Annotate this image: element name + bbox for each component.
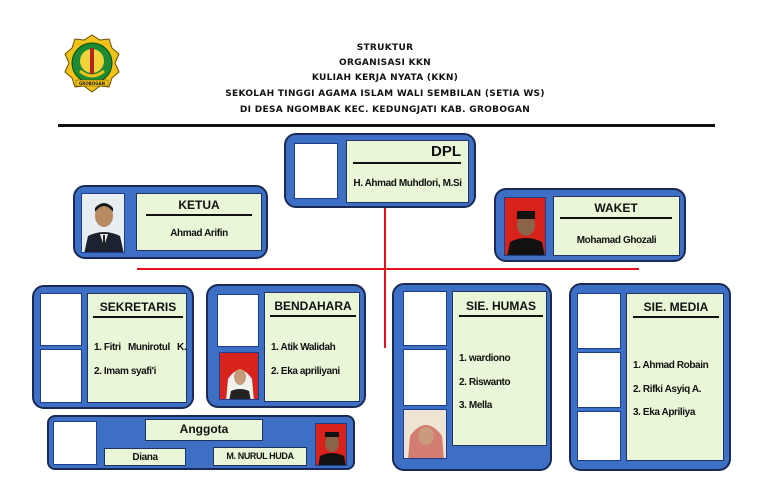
humas-photo <box>403 409 447 459</box>
sekretaris-title: SEKRETARIS <box>93 300 183 318</box>
sekretaris-card: SEKRETARIS 1. Fitri Munirotul K. 2. Imam… <box>32 285 194 409</box>
humas-label: SIE. HUMAS 1. wardiono 2. Riswanto 3. Me… <box>452 291 547 446</box>
media-photo-slot-2 <box>577 352 621 408</box>
anggota-title-box: Anggota <box>145 419 263 441</box>
bendahara-photo <box>219 352 259 400</box>
dpl-photo-slot <box>294 143 338 199</box>
anggota-card: Anggota Diana M. NURUL HUDA <box>47 415 355 470</box>
anggota-member-box-2: M. NURUL HUDA <box>213 447 307 466</box>
ketua-name: Ahmad Arifin <box>170 228 228 239</box>
header-line-3: KULIAH KERJA NYATA (KKN) <box>311 73 459 83</box>
anggota-member-box-1: Diana <box>104 448 186 466</box>
dpl-label: DPL H. Ahmad Muhdlori, M.Si <box>346 140 469 203</box>
ketua-card: KETUA Ahmad Arifin <box>73 185 268 259</box>
sekretaris-label: SEKRETARIS 1. Fitri Munirotul K. 2. Imam… <box>87 293 187 403</box>
header-divider <box>58 124 715 127</box>
media-member-2: 2. Rifki Asyiq A. <box>633 384 702 395</box>
humas-member-1: 1. wardiono <box>459 353 511 364</box>
ketua-photo <box>81 193 125 253</box>
media-member-3: 3. Eka Apriliya <box>633 407 695 418</box>
header-line-4: SEKOLAH TINGGI AGAMA ISLAM WALI SEMBILAN… <box>225 89 545 99</box>
bendahara-member-1: 1. Atik Walidah <box>271 342 336 353</box>
waket-label: WAKET Mohamad Ghozali <box>553 196 680 256</box>
header-line-5: DI DESA NGOMBAK KEC. KEDUNGJATI KAB. GRO… <box>239 105 531 115</box>
ketua-label: KETUA Ahmad Arifin <box>136 193 262 251</box>
humas-photo-slot-2 <box>403 349 447 406</box>
header-line-2: ORGANISASI KKN <box>339 58 431 68</box>
dpl-title: DPL <box>353 143 461 164</box>
sie-humas-card: SIE. HUMAS 1. wardiono 2. Riswanto 3. Me… <box>392 283 552 471</box>
anggota-member-2: M. NURUL HUDA <box>226 451 294 461</box>
bendahara-card: BENDAHARA 1. Atik Walidah 2. Eka apriliy… <box>206 284 366 408</box>
regency-emblem-icon: GROBOGAN <box>62 33 122 95</box>
connector-vertical <box>384 205 386 348</box>
sekretaris-member-2: 2. Imam syafi'i <box>94 366 156 377</box>
waket-title: WAKET <box>560 201 672 219</box>
media-label: SIE. MEDIA 1. Ahmad Robain 2. Rifki Asyi… <box>626 293 724 461</box>
media-member-1: 1. Ahmad Robain <box>633 360 709 371</box>
humas-member-2: 2. Riswanto <box>459 377 511 388</box>
humas-member-3: 3. Mella <box>459 400 492 411</box>
humas-photo-slot-1 <box>403 291 447 346</box>
connector-horizontal <box>137 268 639 270</box>
sekretaris-photo-slot-1 <box>40 293 82 346</box>
sekretaris-photo-slot-2 <box>40 349 82 403</box>
dpl-card: DPL H. Ahmad Muhdlori, M.Si <box>284 133 476 208</box>
bendahara-label: BENDAHARA 1. Atik Walidah 2. Eka apriliy… <box>264 292 360 402</box>
sie-media-card: SIE. MEDIA 1. Ahmad Robain 2. Rifki Asyi… <box>569 283 731 471</box>
humas-title: SIE. HUMAS <box>459 299 543 317</box>
sekretaris-member-1: 1. Fitri Munirotul K. <box>94 342 187 353</box>
logo-caption: GROBOGAN <box>79 81 105 86</box>
dpl-name: H. Ahmad Muhdlori, M.Si <box>353 178 462 189</box>
media-photo-slot-1 <box>577 293 621 349</box>
bendahara-photo-slot <box>217 294 259 347</box>
bendahara-title: BENDAHARA <box>270 299 356 317</box>
ketua-title: KETUA <box>146 198 252 216</box>
waket-photo <box>504 197 546 256</box>
anggota-photo-slot <box>53 421 97 465</box>
anggota-title: Anggota <box>179 422 229 436</box>
bendahara-member-2: 2. Eka apriliyani <box>271 366 340 377</box>
waket-card: WAKET Mohamad Ghozali <box>494 188 686 262</box>
anggota-photo <box>315 423 347 466</box>
media-photo-slot-3 <box>577 411 621 461</box>
waket-name: Mohamad Ghozali <box>576 235 657 246</box>
media-title: SIE. MEDIA <box>633 300 719 318</box>
header-line-1: STRUKTUR <box>356 43 414 53</box>
anggota-member-1: Diana <box>132 452 158 463</box>
